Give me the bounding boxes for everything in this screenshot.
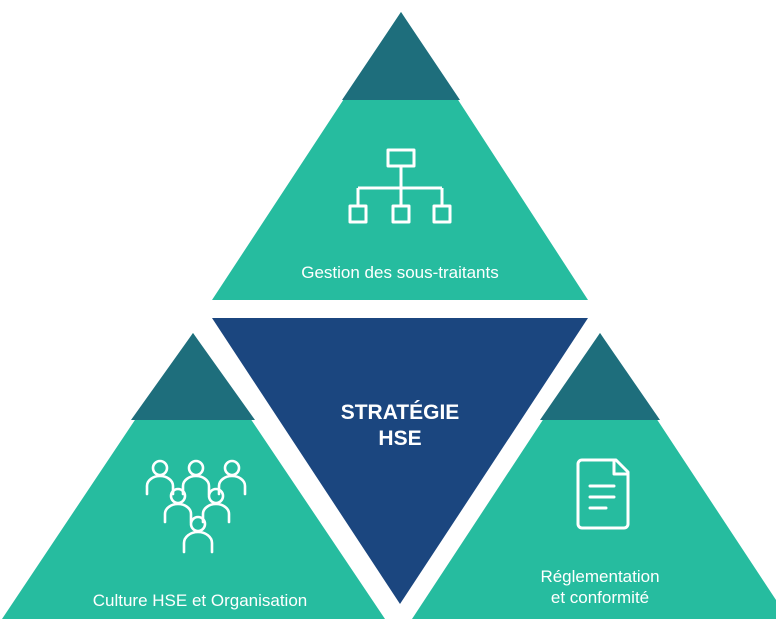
center-title-line-2: HSE (378, 427, 422, 451)
right-triangle-label: Réglementation et conformité (470, 566, 730, 609)
document-icon (576, 458, 630, 530)
top-triangle-label: Gestion des sous-traitants (301, 263, 499, 282)
center-title: STRATÉGIE HSE (300, 400, 500, 453)
right-triangle (412, 333, 776, 619)
top-triangle (212, 12, 588, 300)
right-triangle-cap (540, 333, 660, 420)
left-triangle-cap (131, 333, 255, 420)
top-triangle-cap (342, 12, 460, 100)
people-group-icon (145, 459, 247, 554)
center-title-line-1: STRATÉGIE (340, 401, 460, 424)
right-label-line-2: et conformité (550, 588, 650, 608)
top-triangle-body (212, 12, 588, 300)
right-triangle-body (412, 333, 776, 619)
left-triangle-label: Culture HSE et Organisation (92, 591, 308, 610)
org-chart-icon (348, 148, 452, 224)
right-label-line-1: Réglementation (540, 567, 660, 586)
center-triangle (212, 318, 588, 604)
